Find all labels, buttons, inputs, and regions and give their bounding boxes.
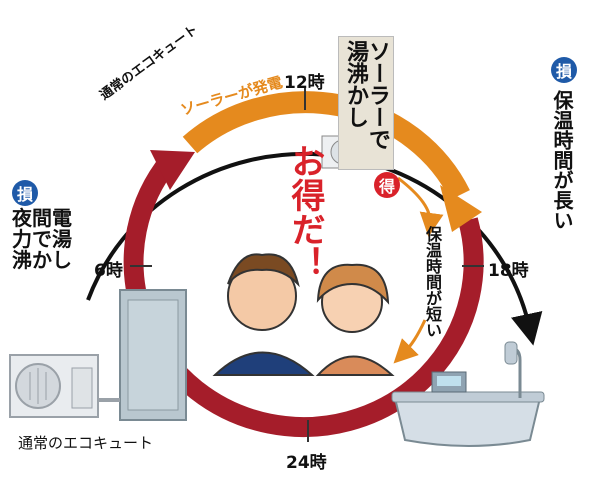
hour-6: 6時 (94, 261, 123, 281)
short-keep-arrow (393, 319, 427, 364)
gain-arrow (397, 176, 444, 237)
red-ring-arrowhead (150, 150, 195, 190)
couple-illustration (212, 253, 395, 376)
water-tank-icon (98, 289, 187, 421)
orange-arc-arrowhead (440, 185, 482, 232)
hour-24: 24時 (286, 453, 327, 473)
loss-badge-right: 損 (551, 57, 577, 83)
red-ring (123, 153, 484, 438)
left-side-label: 夜間電力で湯沸かし (12, 206, 72, 272)
heat-pump-unit-icon (9, 354, 99, 418)
center-label: お得だ！ (285, 144, 325, 280)
hour-12: 12時 (284, 73, 325, 93)
solar-box-label: ソーラーで湯沸かし (343, 40, 390, 150)
short-keep-label: 保温時間が短い (423, 226, 442, 338)
bottom-left-label: 通常のエコキュート (18, 434, 154, 452)
bathtub-icon (391, 341, 545, 447)
hour-18: 18時 (488, 261, 529, 281)
loss-badge-left: 損 (12, 180, 38, 206)
right-side-label: 保温時間が長い (550, 90, 574, 230)
gain-badge: 得 (374, 172, 400, 198)
solar-box (338, 36, 394, 170)
